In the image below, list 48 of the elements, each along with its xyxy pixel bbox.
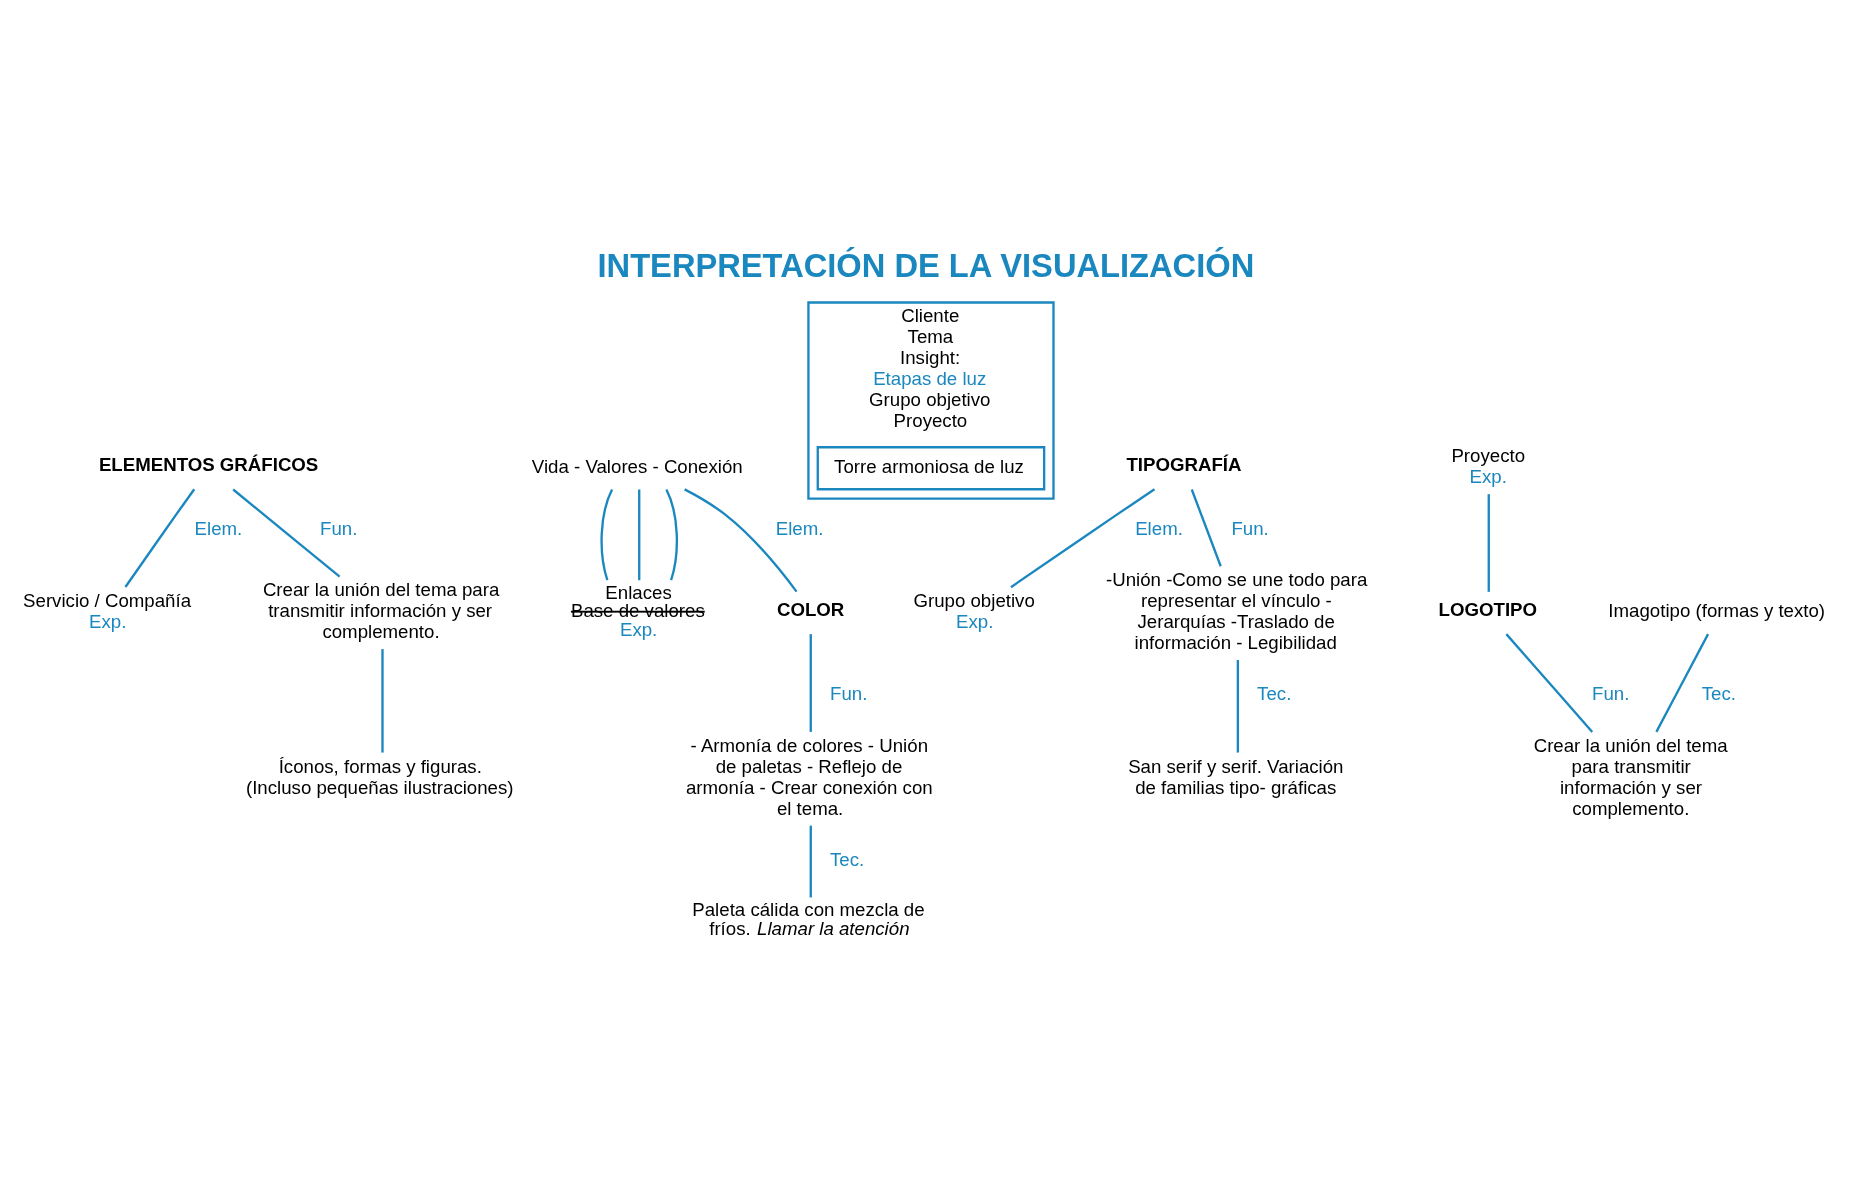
node-text: Grupo objetivo (913, 589, 1035, 611)
connector (809, 825, 812, 897)
edge-label: Elem. (775, 517, 824, 538)
edge-label: Fun. (1231, 517, 1269, 538)
node-label: Exp. (619, 618, 658, 640)
connector (1010, 487, 1156, 588)
connector (684, 487, 798, 592)
node-text: -Unión -Como se une todo para representar el vínculo - Jerarquías -Traslado de información - Legibilidad (1106, 568, 1368, 653)
node-text: Imagotipo (formas y texto) (1608, 599, 1826, 621)
connector (232, 488, 341, 578)
connector (1487, 493, 1490, 592)
edge-label: Tec. (1257, 682, 1292, 704)
connector (1505, 632, 1594, 733)
node-text: COLOR (776, 598, 845, 620)
node-label: Exp. (1469, 465, 1507, 487)
connector (1190, 488, 1222, 567)
edge-label: Tec. (830, 848, 865, 870)
node-text: Proyecto (1451, 444, 1526, 466)
edge-label: Elem. (194, 517, 243, 538)
node-label: Exp. (956, 610, 994, 632)
edge-label: Elem. (1135, 517, 1183, 538)
node-text: Paleta cálida con mezcla de fríos. Llamar la atención (692, 898, 925, 939)
edge-label: Fun. (830, 682, 868, 704)
node-text: LOGOTIPO (1438, 598, 1538, 620)
connector (809, 633, 812, 732)
edge-label: Fun. (320, 517, 358, 538)
node-text: Íconos, formas y figuras. (Incluso pequeñas ilustraciones) (245, 755, 514, 798)
connector (1236, 659, 1240, 753)
connector (124, 488, 196, 588)
node-text: ELEMENTOS GRÁFICOS (98, 453, 319, 475)
node-box: Torre armoniosa de luz (816, 445, 1046, 490)
edge-label: Fun. (1592, 682, 1630, 704)
connector (1655, 633, 1710, 732)
edge-label: Tec. (1701, 682, 1736, 704)
node-text: Enlaces Base de valores (570, 581, 705, 621)
connector (638, 489, 641, 580)
node-text: - Armonía de colores - Unión de paletas - Reflejo de armonía - Crear conexión con el tema. (685, 734, 933, 819)
connector (381, 648, 384, 753)
node-text: Crear la unión del tema para transmitir información y ser complemento. (1533, 734, 1728, 819)
node-text: Servicio / Compañía (23, 589, 192, 611)
node-text: Crear la unión del tema para transmitir información y ser complemento. (262, 578, 500, 642)
node-text: San serif y serif. Variación de familias tipo- gráficas (1128, 755, 1344, 798)
connector (665, 488, 678, 581)
diagram-title: INTERPRETACIÓN DE LA VISUALIZACIÓN (597, 246, 1255, 284)
connector (600, 488, 614, 581)
node-text: Vida - Valores - Conexión (531, 455, 743, 477)
node-label: Exp. (89, 610, 127, 632)
node-text: TIPOGRAFÍA (1126, 453, 1242, 475)
